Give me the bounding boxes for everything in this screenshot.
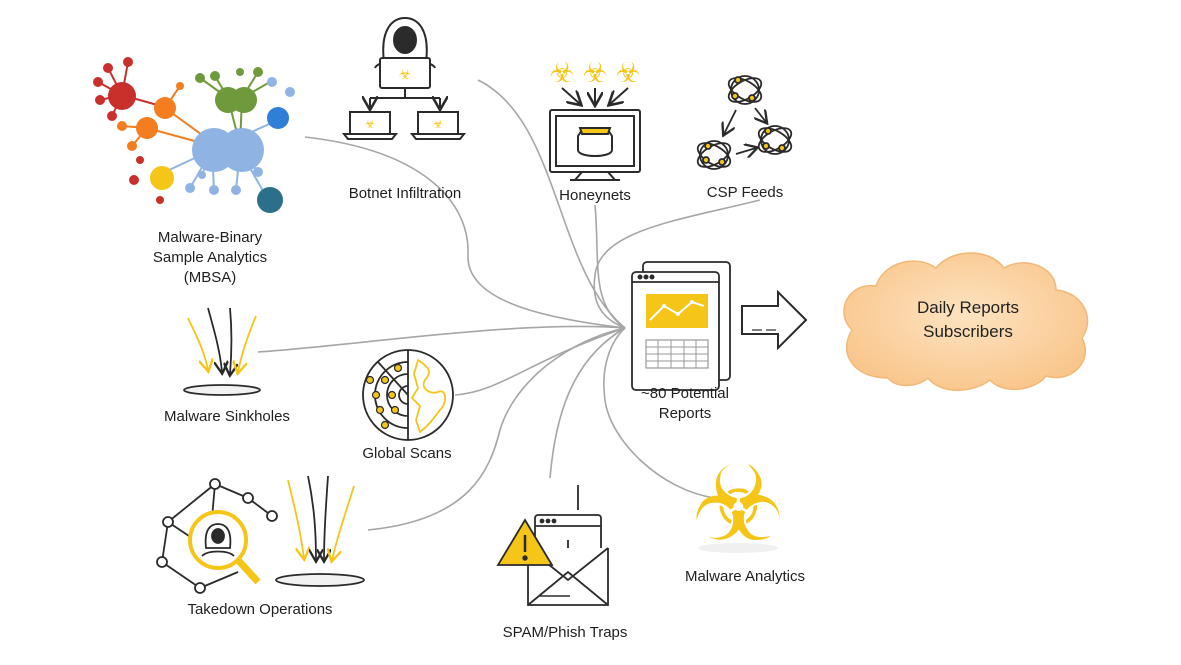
- svg-text:☣: ☣: [615, 57, 640, 88]
- sinkholes-label: Malware Sinkholes: [164, 408, 290, 425]
- connector-honeynets: [594, 204, 626, 329]
- svg-text:☣: ☣: [365, 117, 376, 131]
- subscribers-label-line-1: Daily Reports: [916, 298, 1020, 317]
- svg-text:☣: ☣: [549, 57, 574, 88]
- phish-envelope-icon: [496, 485, 609, 606]
- subscribers-label-line-2: Subscribers: [923, 322, 1013, 341]
- connector-sinkholes: [257, 325, 626, 353]
- mbsa-label-line-3: (MBSA): [183, 269, 237, 286]
- svg-text:☣: ☣: [433, 117, 444, 131]
- reports-label-line-1: ~80 Potential: [641, 385, 729, 402]
- reports-label-line-2: Reports: [658, 405, 712, 422]
- subscribers-label: Daily Reports Subscribers: [868, 296, 1068, 344]
- biohazard-icon: ☣: [691, 443, 784, 565]
- connector-spam: [549, 327, 626, 479]
- csp-label: CSP Feeds: [706, 184, 784, 201]
- report-window-icon: [631, 261, 731, 391]
- takedown-label: Takedown Operations: [187, 601, 333, 618]
- hacker-laptop-icon: ☣ ☣ ☣: [341, 16, 467, 140]
- scans-label: Global Scans: [362, 445, 452, 462]
- honeynets-label: Honeynets: [559, 187, 631, 204]
- analytics-label: Malware Analytics: [684, 568, 806, 585]
- reports-label: ~80 Potential Reports: [620, 384, 750, 424]
- radar-globe-icon: [362, 349, 454, 441]
- botnet-label: Botnet Infiltration: [348, 185, 462, 202]
- mbsa-label-line-2: Sample Analytics: [152, 249, 268, 266]
- output-arrow-icon: [741, 289, 808, 351]
- mind-map-icon: [93, 57, 295, 213]
- cloud-icon: [843, 252, 1089, 391]
- connector-analytics: [603, 327, 716, 499]
- sinkhole-arrows-icon: [183, 307, 261, 396]
- svg-text:☣: ☣: [582, 57, 607, 88]
- connector-mbsa: [304, 136, 626, 329]
- connector-takedown: [367, 327, 626, 531]
- mbsa-label-line-1: Malware-Binary: [157, 229, 263, 246]
- connector-csp: [593, 199, 761, 329]
- spam-label: SPAM/Phish Traps: [502, 624, 628, 641]
- connector-botnet: [477, 79, 626, 329]
- honeypot-monitor-icon: ☣ ☣ ☣: [549, 57, 641, 181]
- takedown-sinkhole-icon: [275, 475, 365, 587]
- connector-scans: [454, 327, 626, 396]
- svg-text:☣: ☣: [691, 443, 784, 565]
- hacker-magnifier-icon: [156, 478, 278, 594]
- connector-lines: [257, 79, 761, 531]
- mbsa-label: Malware-Binary Sample Analytics (MBSA): [130, 228, 290, 288]
- network-atoms-icon: [696, 75, 793, 170]
- svg-text:☣: ☣: [399, 66, 412, 82]
